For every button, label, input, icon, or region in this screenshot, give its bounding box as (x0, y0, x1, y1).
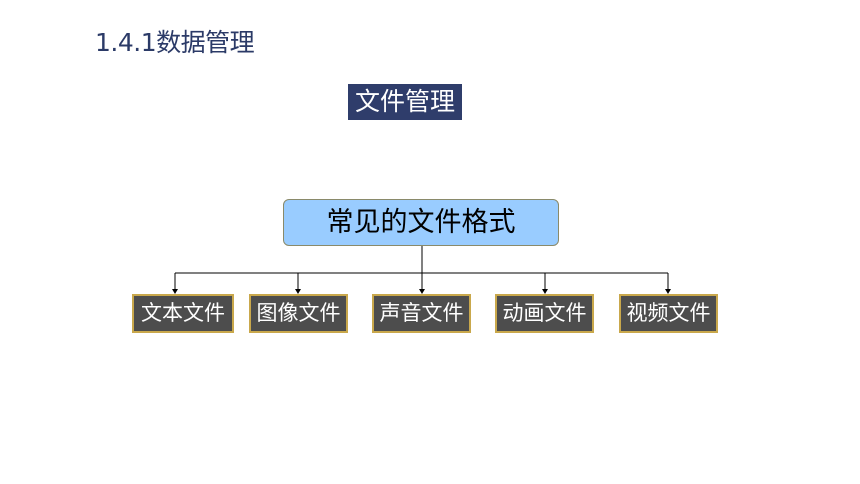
slide-title: 1.4.1数据管理 (95, 28, 255, 57)
topic-badge: 文件管理 (348, 84, 462, 120)
child-node-text-files: 文本文件 (132, 294, 234, 333)
child-node-video-files: 视频文件 (619, 294, 718, 333)
root-node: 常见的文件格式 (283, 199, 559, 246)
child-node-image-files: 图像文件 (249, 294, 348, 333)
child-node-audio-files: 声音文件 (372, 294, 471, 333)
child-node-animation-files: 动画文件 (495, 294, 594, 333)
